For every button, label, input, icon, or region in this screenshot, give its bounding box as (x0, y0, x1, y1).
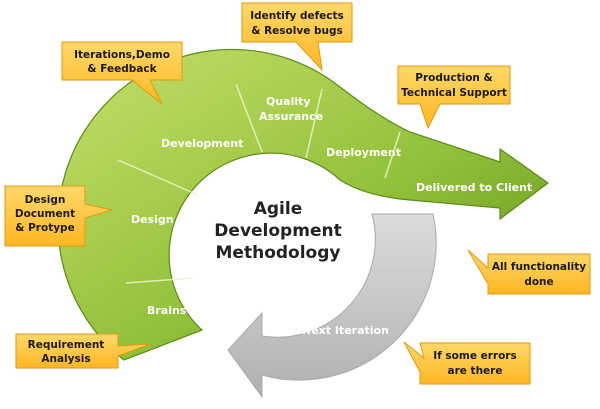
callout-errors-line1: If some errors (433, 350, 516, 362)
center-title-line3: Methodology (216, 243, 341, 263)
callout-design-line2: Document (15, 208, 75, 220)
callout-errors: If some errors are there (403, 341, 531, 385)
stage-brainstorm: Brainstorm (147, 304, 216, 317)
callout-iterations-line2: & Feedback (87, 63, 157, 75)
next-iteration-arrow (227, 213, 437, 399)
callout-iterations: Iterations,Demo & Feedback (61, 41, 183, 105)
callout-functionality-line2: done (524, 276, 553, 288)
next-iteration-label: Next Iteration (302, 324, 389, 337)
callout-defects-line2: & Resolve bugs (251, 25, 342, 37)
callout-errors-line2: are there (448, 365, 503, 377)
segment-dividers (117, 83, 401, 284)
callout-functionality-line1: All functionality (492, 261, 586, 273)
stage-deployment: Deployment (326, 146, 401, 159)
callout-production-line2: Technical Support (401, 87, 507, 99)
callout-production-line1: Production & (415, 72, 492, 84)
stage-development: Development (161, 137, 243, 150)
callout-requirement-line1: Requirement (28, 339, 105, 351)
callout-defects-line1: Identify defects (250, 10, 344, 22)
stage-quality-line2: Assurance (259, 110, 323, 123)
callout-design-line1: Design (25, 194, 66, 206)
stage-design: Design (131, 213, 174, 226)
callout-defects: Identify defects & Resolve bugs (241, 2, 353, 72)
callout-requirement-analysis: Requirement Analysis (15, 333, 151, 369)
center-title-line2: Development (214, 221, 341, 241)
stage-delivered: Delivered to Client (416, 181, 532, 194)
callout-requirement-line2: Analysis (41, 353, 90, 365)
callout-functionality: All functionality done (467, 249, 591, 295)
center-title-line1: Agile (254, 199, 303, 219)
stage-quality-line1: Quality (266, 95, 311, 108)
callout-production: Production & Technical Support (397, 65, 511, 130)
callout-iterations-line1: Iterations,Demo (74, 49, 170, 61)
callout-design-document: Design Document & Protype (4, 185, 114, 247)
callout-design-line3: & Protype (15, 222, 74, 234)
